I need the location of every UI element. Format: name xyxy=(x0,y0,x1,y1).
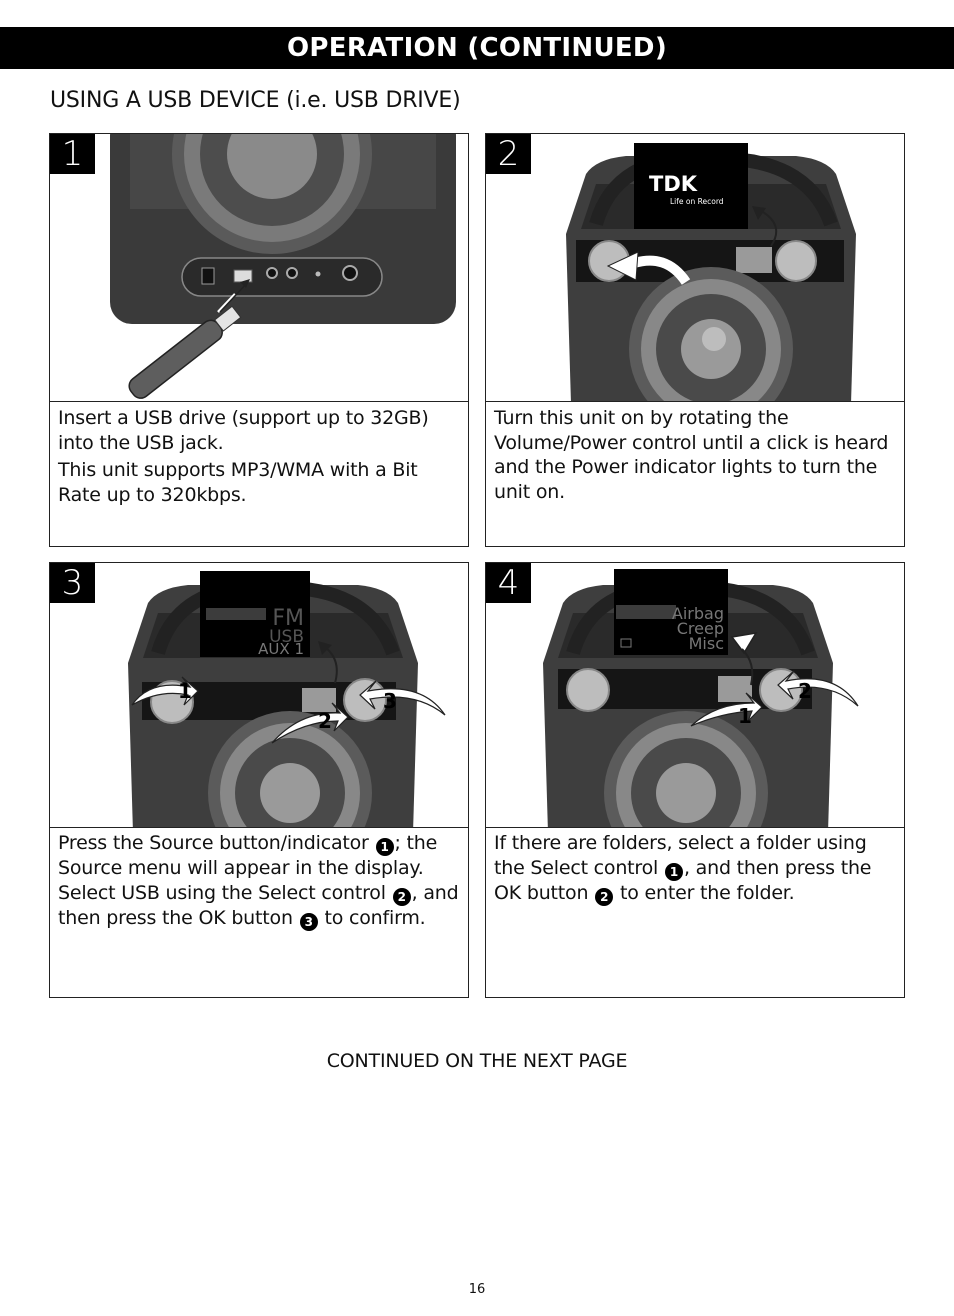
step-2-number: 2 xyxy=(486,134,531,174)
step-4-number: 4 xyxy=(486,563,531,603)
speaker-front-drawing: FM USB AUX 1 1 2 3 xyxy=(128,571,446,827)
callout-2: 2 xyxy=(798,679,812,703)
step-3-number: 3 xyxy=(50,563,95,603)
step-4-panel: Airbag Creep Misc 1 2 4 If there are fol… xyxy=(485,562,905,998)
step-4-instructions: If there are folders, select a folder us… xyxy=(494,831,896,909)
step-3-text-3: , and then press the OK button xyxy=(58,881,459,929)
step-3-circle-3: 3 xyxy=(299,912,318,931)
step-3-text-2: ; the Source menu will appear in the dis… xyxy=(58,832,438,904)
callout-2: 2 xyxy=(318,709,332,733)
callout-1: 1 xyxy=(178,679,192,703)
step-3-instructions: Press the Source button/indicator 1; the… xyxy=(58,831,460,934)
step-2-illustration: TDK Life on Record 2 xyxy=(486,134,904,402)
section-title: USING A USB DEVICE (i.e. USB DRIVE) xyxy=(50,88,461,113)
step-1-paragraph-2: This unit supports MP3/WMA with a Bit Ra… xyxy=(58,459,418,506)
step-4-circle-1: 1 xyxy=(664,862,683,881)
step-1-instructions: Insert a USB drive (support up to 32GB) … xyxy=(58,406,460,510)
step-3-text-1: Press the Source button/indicator xyxy=(58,832,375,854)
speaker-front-drawing: TDK Life on Record xyxy=(566,143,856,401)
source-menu-usb: USB xyxy=(269,627,304,647)
step-3-circle-1: 1 xyxy=(375,838,394,856)
tdk-tagline: Life on Record xyxy=(670,197,724,206)
callout-3: 3 xyxy=(383,689,397,713)
folder-airbag: Airbag xyxy=(672,604,724,623)
step-4-text-3: to enter the folder. xyxy=(614,881,795,904)
step-1-paragraph-1: Insert a USB drive (support up to 32GB) … xyxy=(58,407,429,454)
folder-misc: Misc xyxy=(689,634,724,653)
page-number: 16 xyxy=(468,1282,486,1297)
speaker-front-drawing: Airbag Creep Misc 1 2 xyxy=(543,569,859,827)
step-3-panel: FM USB AUX 1 1 2 3 3 Press the Source bu… xyxy=(49,562,469,998)
step-4-illustration: Airbag Creep Misc 1 2 4 xyxy=(486,563,904,828)
source-menu-aux: AUX 1 xyxy=(258,640,304,658)
speaker-rear-panel-drawing xyxy=(110,134,456,399)
step-1-illustration: 1 xyxy=(50,134,468,402)
step-1-number: 1 xyxy=(50,134,95,174)
step-3-illustration: FM USB AUX 1 1 2 3 3 xyxy=(50,563,468,828)
step-4-text-1: If there are folders, select a folder us… xyxy=(494,832,867,879)
step-2-instructions: Turn this unit on by rotating the Volume… xyxy=(494,406,896,507)
banner-title: OPERATION (CONTINUED) xyxy=(287,33,667,63)
callout-1: 1 xyxy=(738,704,752,728)
step-1-panel: 1 Insert a USB drive (support up to 32GB… xyxy=(49,133,469,547)
source-menu-fm: FM xyxy=(272,606,304,631)
continued-note: CONTINUED ON THE NEXT PAGE xyxy=(326,1050,628,1072)
step-3-text-4: to confirm. xyxy=(318,906,426,929)
step-3-circle-2: 2 xyxy=(392,887,411,906)
tdk-logo: TDK xyxy=(649,172,698,196)
step-4-text-2: , and then press the OK button xyxy=(494,856,872,904)
page-banner: OPERATION (CONTINUED) xyxy=(0,27,954,69)
step-2-panel: TDK Life on Record 2 Turn this unit on b… xyxy=(485,133,905,547)
step-2-paragraph-1: Turn this unit on by rotating the Volume… xyxy=(494,407,889,503)
folder-creep: Creep xyxy=(677,619,724,638)
step-4-circle-2: 2 xyxy=(595,887,614,906)
